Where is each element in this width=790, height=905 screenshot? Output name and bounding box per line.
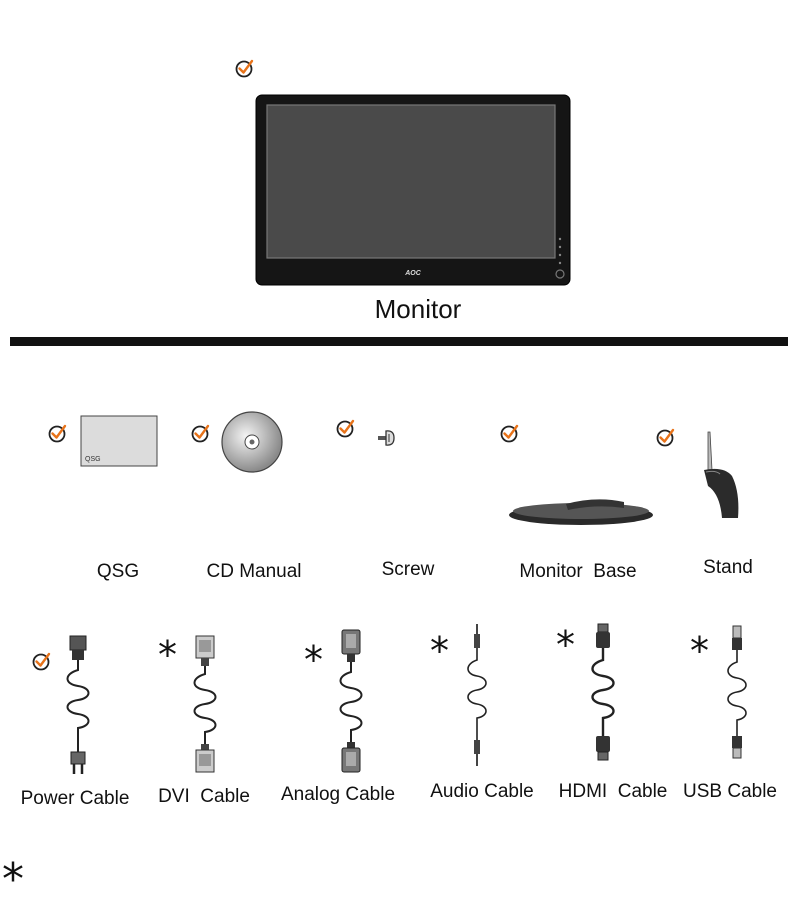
monitor-image: AOC [255, 94, 571, 286]
check-icon [48, 424, 67, 443]
stand-label: Stand [703, 557, 753, 578]
monitor-base-label: Monitor Base [519, 561, 637, 582]
audio-cable-label: Audio Cable [430, 781, 534, 802]
screw-label: Screw [381, 559, 435, 580]
section-divider [10, 337, 788, 346]
monitor-label: Monitor [374, 294, 462, 324]
monitor-logo: AOC [404, 270, 422, 277]
asterisk-icon: * [556, 623, 575, 667]
screw-image [378, 430, 395, 446]
footnote-asterisk-icon: * [2, 854, 24, 905]
usb-cable-image [727, 625, 747, 759]
cd-manual-label: CD Manual [206, 561, 302, 582]
check-icon [235, 59, 254, 78]
hdmi-cable-image [591, 623, 615, 761]
analog-cable-image [339, 629, 363, 773]
qsg-label: QSG [96, 561, 140, 582]
power-cable-image [66, 635, 90, 774]
check-icon [32, 652, 51, 671]
asterisk-icon: * [690, 629, 709, 673]
dvi-cable-label: DVI Cable [158, 786, 250, 807]
check-icon [500, 424, 519, 443]
qsg-card-image: QSG [80, 415, 158, 467]
audio-cable-image [467, 624, 487, 766]
check-icon [191, 424, 210, 443]
power-cable-label: Power Cable [20, 788, 130, 809]
dvi-cable-image [193, 635, 217, 773]
asterisk-icon: * [304, 638, 323, 682]
check-icon [656, 428, 675, 447]
stand-image [704, 431, 739, 518]
monitor-base-image [509, 499, 653, 525]
analog-cable-label: Analog Cable [280, 784, 396, 805]
check-icon [336, 419, 355, 438]
cd-image [221, 411, 283, 473]
hdmi-cable-label: HDMI Cable [558, 781, 668, 802]
usb-cable-label: USB Cable [683, 781, 777, 802]
qsg-card-text: QSG [85, 456, 101, 463]
asterisk-icon: * [430, 629, 449, 673]
asterisk-icon: * [158, 633, 177, 677]
